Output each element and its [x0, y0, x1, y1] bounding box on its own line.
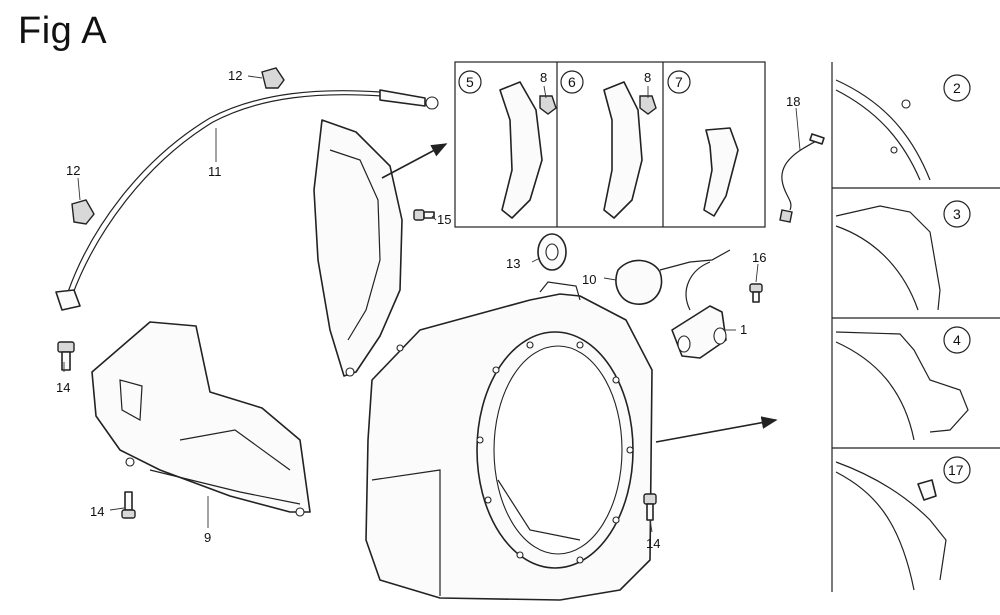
pointer-arrow-lower	[655, 416, 778, 443]
pointer-arrow-upper	[381, 143, 448, 179]
callout-18: 18	[786, 94, 800, 109]
side-shield	[313, 119, 403, 377]
circled-17: 17	[948, 462, 964, 478]
variant-strip-right	[831, 62, 1000, 592]
clip-part-12-top	[261, 67, 285, 89]
callout-15: 15	[437, 212, 451, 227]
lower-shroud-part-9	[91, 321, 311, 517]
variant-detail-box	[454, 61, 766, 228]
callout-12-top: 12	[228, 68, 242, 83]
callout-16: 16	[752, 250, 766, 265]
callout-10: 10	[582, 272, 596, 287]
figure-title: Fig A	[18, 10, 108, 52]
callouts: 12 11 12 14 14 9 15 13 10 1 16 18 14 8 8	[56, 68, 800, 551]
callout-13: 13	[506, 256, 520, 271]
callout-8-b: 8	[644, 70, 651, 85]
fan-housing	[365, 281, 653, 601]
switch-part-10	[615, 249, 731, 305]
leader-lines	[63, 75, 801, 533]
bolt-part-14-right	[643, 493, 657, 521]
bolt-part-15	[413, 209, 435, 221]
circled-callouts: 5 6 7 2 3 4 17	[466, 74, 964, 478]
circled-3: 3	[953, 206, 961, 222]
circled-7: 7	[675, 74, 683, 90]
callout-14-left: 14	[56, 380, 70, 395]
cable-part-11	[55, 89, 439, 311]
callout-9: 9	[204, 530, 211, 545]
clip-part-12-left	[71, 199, 95, 225]
callout-14-bottom: 14	[90, 504, 104, 519]
circled-4: 4	[953, 332, 961, 348]
component-part-1	[671, 261, 727, 359]
wire-part-18	[779, 133, 825, 223]
circled-5: 5	[466, 74, 474, 90]
screw-part-16	[749, 283, 763, 303]
callout-1: 1	[740, 322, 747, 337]
callout-14-right: 14	[646, 536, 660, 551]
circled-6: 6	[568, 74, 576, 90]
callout-11: 11	[208, 164, 222, 179]
bolt-part-14-left	[57, 341, 75, 371]
bolt-part-14-bottom	[121, 491, 136, 519]
grommet-part-13	[537, 233, 567, 271]
callout-12-left: 12	[66, 163, 80, 178]
circled-2: 2	[953, 80, 961, 96]
callout-8-a: 8	[540, 70, 547, 85]
